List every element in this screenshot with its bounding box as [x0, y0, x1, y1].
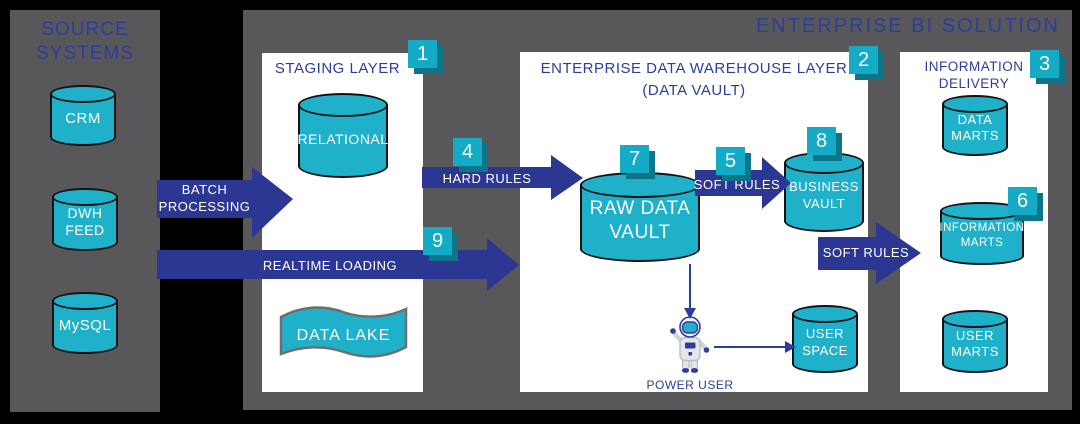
edw-layer-box: ENTERPRISE DATA WAREHOUSE LAYER (DATA VA…	[520, 52, 868, 392]
badge-7: 7	[620, 145, 649, 173]
power-user-label: POWER USER	[646, 378, 734, 392]
cylinder-information-marts-label: INFORMATION MARTS	[939, 222, 1025, 250]
cylinder-dwh-feed: DWH FEED	[52, 188, 118, 251]
staging-layer-box: STAGING LAYER RELATIONAL DATA LAKE	[262, 53, 423, 392]
cylinder-business-vault-label: BUSINESS VAULT	[789, 179, 859, 212]
bi-solution-panel: ENTERPRISE BI SOLUTION STAGING LAYER REL…	[243, 10, 1072, 410]
bi-solution-title: ENTERPRISE BI SOLUTION	[755, 15, 1060, 37]
cylinder-mysql: MySQL	[52, 292, 118, 354]
cylinder-data-marts: DATA MARTS	[942, 95, 1008, 156]
badge-9: 9	[423, 227, 452, 255]
cylinder-data-marts-label: DATA MARTS	[951, 112, 999, 144]
badge-4: 4	[453, 138, 482, 166]
cylinder-crm-label: CRM	[65, 109, 101, 127]
cylinder-user-marts-label: USER MARTS	[951, 328, 999, 360]
source-systems-title: SOURCE SYSTEMS	[36, 19, 134, 64]
cylinder-raw-data-vault: RAW DATA VAULT	[580, 172, 700, 262]
soft-rules-delivery-label: SOFT RULES	[822, 245, 910, 260]
data-lake-wave-icon	[279, 306, 408, 358]
badge-1: 1	[408, 40, 437, 68]
badge-5: 5	[716, 147, 745, 175]
cylinder-crm: CRM	[50, 85, 116, 146]
data-lake-shape: DATA LAKE	[277, 303, 410, 361]
badge-8: 8	[807, 127, 836, 155]
hard-rules-label: HARD RULES	[442, 171, 532, 186]
cylinder-user-space-label: USER SPACE	[802, 325, 848, 358]
cylinder-raw-data-vault-label: RAW DATA VAULT	[589, 197, 691, 243]
cylinder-information-marts: INFORMATION MARTS	[939, 202, 1025, 265]
cylinder-mysql-label: MySQL	[58, 317, 112, 335]
badge-3: 3	[1030, 50, 1059, 78]
cylinder-relational-label: RELATIONAL	[297, 131, 389, 148]
badge-6: 6	[1008, 187, 1037, 215]
soft-rules-edw-label: SOFT RULES	[693, 177, 781, 192]
data-lake-label: DATA LAKE	[296, 327, 391, 344]
power-user-icon	[670, 316, 710, 373]
badge-2: 2	[849, 46, 878, 74]
batch-processing-label: BATCH PROCESSING	[158, 182, 251, 214]
cylinder-relational: RELATIONAL	[297, 93, 389, 178]
cylinder-user-marts: USER MARTS	[942, 310, 1008, 373]
cylinder-dwh-feed-label: DWH FEED	[65, 205, 105, 239]
edw-layer-title: ENTERPRISE DATA WAREHOUSE LAYER (DATA VA…	[540, 60, 848, 99]
cylinder-user-space: USER SPACE	[792, 305, 858, 373]
realtime-loading-label: REALTIME LOADING	[262, 258, 398, 273]
information-delivery-title: INFORMATION DELIVERY	[924, 59, 1024, 91]
staging-layer-title: STAGING LAYER	[274, 60, 401, 77]
source-systems-panel: SOURCE SYSTEMS CRM DWH FEED MySQL	[10, 10, 160, 412]
cylinder-business-vault: BUSINESS VAULT	[784, 152, 864, 232]
information-delivery-box: INFORMATION DELIVERY DATA MARTS INFORMAT…	[900, 52, 1048, 392]
